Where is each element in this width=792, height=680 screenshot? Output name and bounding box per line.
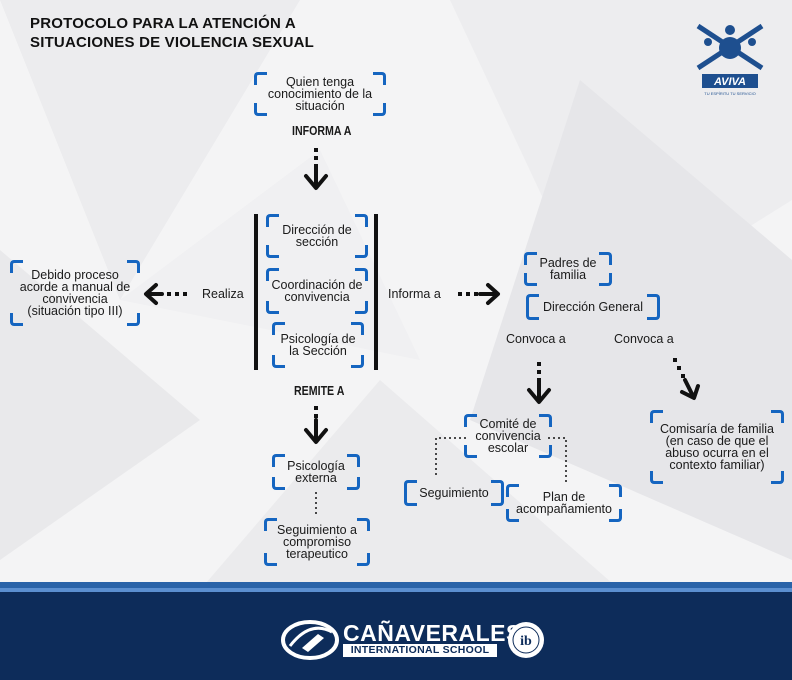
label-convoca-a-1: Convoca a	[506, 332, 566, 346]
arrow-left	[144, 283, 164, 305]
dotted-to-seguimiento	[435, 437, 466, 478]
node-comite: Comité de convivencia escolar	[464, 414, 552, 458]
node-direccion-seccion-text: Dirección de sección	[282, 223, 352, 249]
footer-brand-sub: INTERNATIONAL SCHOOL	[343, 644, 497, 657]
dot	[681, 374, 685, 378]
node-comite-text: Comité de convivencia escolar	[475, 417, 541, 455]
dot	[314, 156, 318, 160]
node-padres-text: Padres de familia	[539, 256, 597, 282]
dot	[167, 292, 171, 296]
right-bar	[374, 214, 378, 370]
arrow-diagonal	[680, 378, 700, 400]
node-comisaria-text: Comisaría de familia (en caso de que el …	[660, 422, 774, 472]
ib-seal-icon: ib	[508, 622, 544, 658]
node-psicologia-seccion: Psicología de la Sección	[272, 322, 364, 368]
footer-stripe-light	[0, 588, 792, 592]
dot	[314, 414, 318, 418]
node-psicologia-externa-text: Psicología externa	[287, 459, 345, 485]
ib-seal-text: ib	[520, 634, 532, 649]
arrow-right	[478, 283, 500, 305]
footer-stripe	[0, 582, 792, 588]
label-remite-a: REMITE A	[294, 384, 345, 398]
arrow-down-3	[527, 380, 551, 404]
svg-text:AVIVA: AVIVA	[713, 76, 746, 88]
label-informa-a-caps: INFORMA A	[292, 124, 352, 138]
footer	[0, 590, 792, 680]
footer-brand: CAÑAVERALES	[343, 620, 522, 646]
node-coordinacion-text: Coordinación de convivencia	[271, 278, 363, 304]
aviva-logo: AVIVA TU ESPÍRITU TU SERVICIO	[696, 23, 764, 96]
arrow-down-2	[304, 418, 328, 444]
node-direccion-seccion: Dirección de sección	[266, 214, 368, 258]
dot	[314, 148, 318, 152]
node-seguimiento-text: Seguimiento	[419, 486, 489, 500]
node-seguimiento: Seguimiento	[404, 480, 504, 506]
node-direccion-general-text: Dirección General	[542, 300, 644, 314]
node-quien-tenga: Quien tenga conocimiento de la situación	[254, 72, 386, 116]
dot	[474, 292, 478, 296]
title-line-1: PROTOCOLO PARA LA ATENCIÓN A	[30, 15, 296, 32]
connectors	[144, 148, 700, 514]
dot	[458, 292, 462, 296]
label-convoca-a-2: Convoca a	[614, 332, 674, 346]
node-seguimiento-compromiso: Seguimiento a compromiso terapeutico	[264, 518, 370, 566]
left-bar	[254, 214, 258, 370]
node-coordinacion: Coordinación de convivencia	[266, 268, 368, 314]
dot	[677, 366, 681, 370]
dot	[175, 292, 179, 296]
canaverales-emblem-icon	[281, 620, 339, 660]
dot	[537, 370, 541, 374]
node-plan: Plan de acompañamiento	[506, 484, 622, 522]
dot	[673, 358, 677, 362]
dot	[466, 292, 470, 296]
label-realiza: Realiza	[202, 287, 244, 301]
dot	[183, 292, 187, 296]
svg-text:TU ESPÍRITU TU SERVICIO: TU ESPÍRITU TU SERVICIO	[704, 91, 755, 96]
node-debido-proceso: Debido proceso acorde a manual de conviv…	[10, 260, 140, 326]
dot	[537, 362, 541, 366]
node-seguimiento-compromiso-text: Seguimiento a compromiso terapeutico	[277, 523, 357, 561]
node-debido-proceso-text: Debido proceso acorde a manual de conviv…	[19, 268, 131, 318]
node-plan-text: Plan de acompañamiento	[516, 490, 612, 516]
node-psicologia-seccion-text: Psicología de la Sección	[280, 332, 356, 358]
arrow-down-1	[304, 166, 328, 190]
node-padres: Padres de familia	[524, 252, 612, 286]
node-comisaria: Comisaría de familia (en caso de que el …	[650, 410, 784, 484]
dotted-to-plan	[548, 437, 567, 484]
node-direccion-general: Dirección General	[526, 294, 660, 320]
label-informa-a: Informa a	[388, 287, 441, 301]
node-psicologia-externa: Psicología externa	[272, 454, 360, 490]
background-pattern	[0, 0, 792, 590]
node-quien-tenga-text: Quien tenga conocimiento de la situación	[267, 75, 373, 113]
diagram-title: PROTOCOLO PARA LA ATENCIÓN A SITUACIONES…	[30, 14, 390, 52]
dot	[314, 406, 318, 410]
title-line-2: SITUACIONES DE VIOLENCIA SEXUAL	[30, 34, 315, 51]
